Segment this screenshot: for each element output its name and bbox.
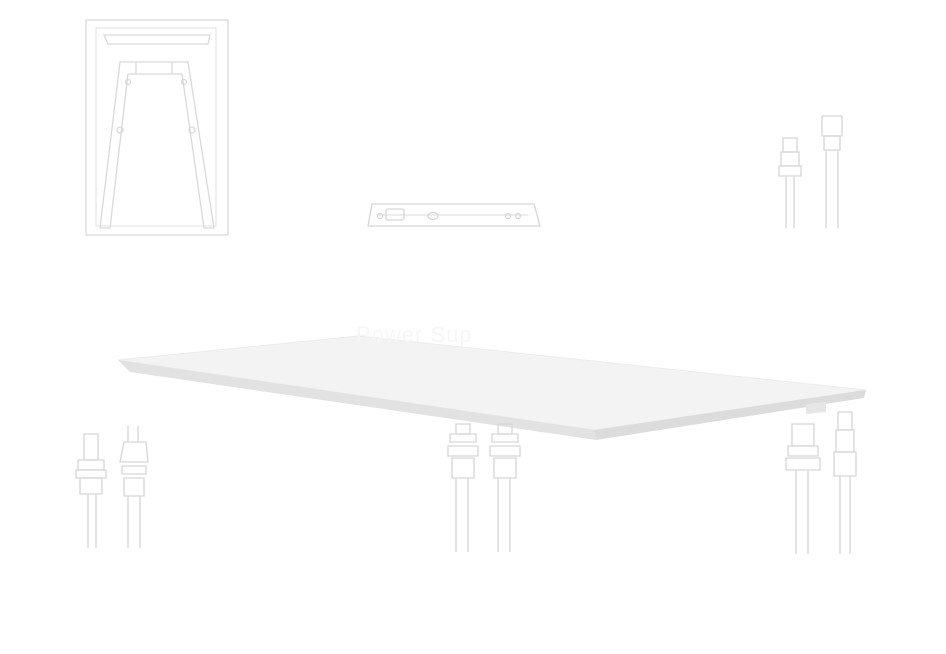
power-cable-pair-left xyxy=(75,426,149,548)
power-cable-pair-center xyxy=(447,423,521,552)
tabletop-panel xyxy=(117,335,867,440)
bracket-bar-illustration xyxy=(367,203,541,227)
network-cable-pair-right xyxy=(785,411,857,554)
leg-frame-illustration xyxy=(85,19,229,236)
power-cable-pair-top-right xyxy=(778,115,843,228)
